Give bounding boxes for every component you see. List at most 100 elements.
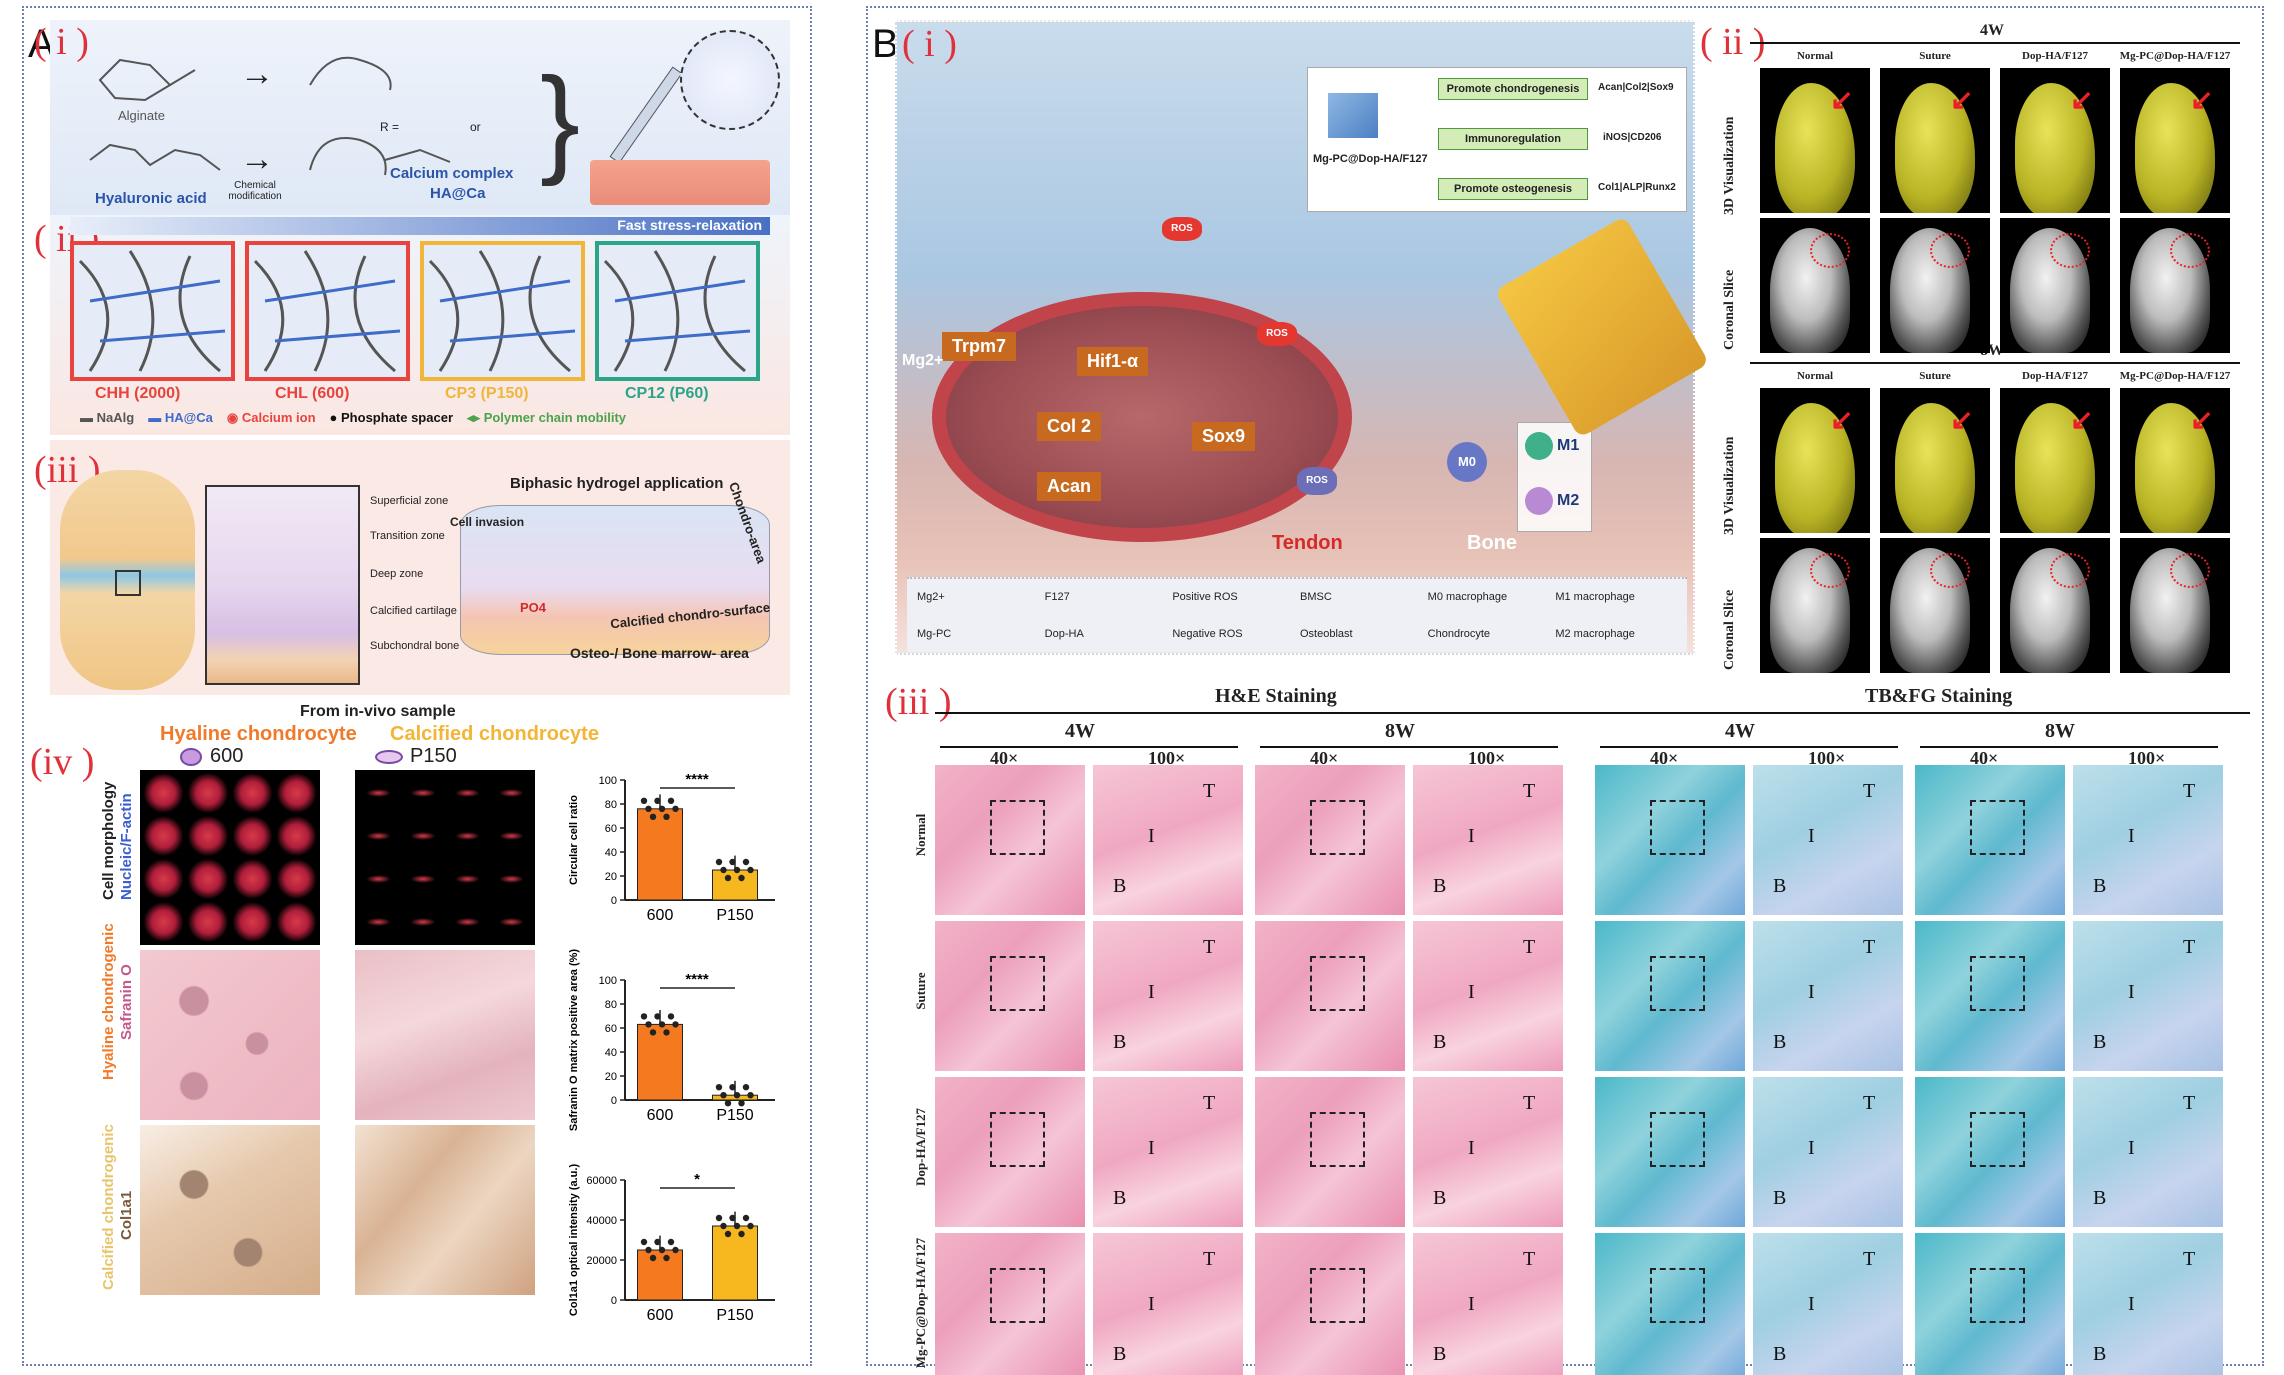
cell-img bbox=[358, 902, 400, 942]
ct-3d-image: ↙ bbox=[1880, 388, 1990, 533]
tissue-label-t: T bbox=[1523, 1092, 1536, 1114]
legend-bmsc: BMSC bbox=[1299, 591, 1332, 604]
b-iii-label: (iii ) bbox=[885, 681, 952, 723]
defect-outline bbox=[2050, 233, 2090, 268]
ct-coronal-slice bbox=[2120, 538, 2230, 673]
cell-icon-p150 bbox=[375, 750, 403, 764]
marker-1: Acan|Col2|Sox9 bbox=[1598, 82, 1674, 93]
zoom-region-box bbox=[1310, 1268, 1365, 1323]
legend-phosphate: ● Phosphate spacer bbox=[329, 410, 454, 425]
row1-text: Cell morphology bbox=[100, 781, 117, 900]
ct-row-slice-label: Coronal Slice bbox=[1722, 589, 1737, 670]
cell-img bbox=[231, 859, 273, 899]
tissue-label-t: T bbox=[2183, 780, 2196, 802]
tissue-label-b: B bbox=[1773, 1031, 1787, 1053]
legend-naalg-text: NaAlg bbox=[96, 410, 135, 425]
defect-outline bbox=[2170, 553, 2210, 588]
ct-3d-image: ↙ bbox=[2120, 388, 2230, 533]
marker-3: Col1|ALP|Runx2 bbox=[1598, 182, 1676, 193]
data-point bbox=[720, 1092, 727, 1099]
zoom-region-box bbox=[1650, 1112, 1705, 1167]
week-4-label: 4W bbox=[1980, 22, 2004, 39]
pathway-2: Immunoregulation bbox=[1438, 128, 1588, 150]
y-tick-label: 60 bbox=[605, 1023, 617, 1035]
tissue-label-i: I bbox=[1148, 1137, 1155, 1159]
cell-img bbox=[402, 902, 444, 942]
y-tick-label: 20000 bbox=[586, 1255, 617, 1267]
ct-col-label: Dop-HA/F127 bbox=[2022, 50, 2088, 62]
tissue-label-i: I bbox=[1148, 825, 1155, 847]
fluorescence-grid-600 bbox=[140, 770, 320, 945]
ct-col-label: Normal bbox=[1796, 370, 1834, 382]
b-i-label: ( i ) bbox=[902, 23, 957, 65]
histology-image bbox=[1255, 1077, 1405, 1227]
tissue-label-t: T bbox=[1863, 1248, 1876, 1270]
y-tick-label: 60 bbox=[605, 823, 617, 835]
category-label: 600 bbox=[647, 907, 674, 924]
red-arrow-icon: ↙ bbox=[1830, 404, 1854, 435]
ct-col-label: Normal bbox=[1796, 50, 1834, 62]
tissue-label-i: I bbox=[1468, 825, 1475, 847]
data-point bbox=[715, 858, 723, 866]
y-tick-label: 0 bbox=[611, 895, 617, 907]
cell-img bbox=[231, 816, 273, 856]
significance-label: * bbox=[694, 1171, 700, 1188]
label-hif1a: Hif1-α bbox=[1077, 347, 1149, 376]
y-axis-label: Circular cell ratio bbox=[568, 795, 580, 885]
data-point bbox=[649, 1029, 657, 1036]
data-point bbox=[654, 797, 661, 804]
cell-img bbox=[402, 773, 444, 813]
histology-image bbox=[1915, 921, 2065, 1071]
row1b-label: Nucleic/F-actin bbox=[118, 793, 135, 900]
histology-image bbox=[935, 1077, 1085, 1227]
zone-transition: Transition zone bbox=[370, 530, 445, 542]
group-p150-label: P150 bbox=[410, 745, 457, 767]
cell-img bbox=[143, 773, 185, 813]
label-trpm7-text: Trpm7 bbox=[952, 336, 1007, 356]
red-arrow-icon: ↙ bbox=[1950, 404, 1974, 435]
bar bbox=[712, 869, 758, 901]
magnification-label: 100× bbox=[1468, 748, 1506, 768]
cell-img bbox=[490, 773, 532, 813]
data-point bbox=[667, 797, 675, 804]
panel-b-frame bbox=[866, 6, 2264, 1366]
magnification-label: 40× bbox=[1310, 748, 1339, 768]
tissue-label-b: B bbox=[1113, 1187, 1127, 1209]
label-acan: Acan bbox=[1037, 472, 1102, 501]
po4-label: PO4 bbox=[520, 600, 547, 615]
panel-a-iii: (iii ) Superficial zone Transition zone … bbox=[34, 440, 790, 695]
data-point bbox=[645, 805, 652, 812]
y-tick-label: 40 bbox=[605, 1047, 617, 1059]
tissue-label-b: B bbox=[2093, 1343, 2107, 1365]
data-point bbox=[724, 1230, 732, 1238]
osteo-area-label: Osteo-/ Bone marrow- area bbox=[570, 645, 749, 661]
cell-img bbox=[187, 859, 229, 899]
data-point bbox=[672, 1021, 679, 1028]
cell-img bbox=[143, 816, 185, 856]
ros-positive-icon-2: ROS bbox=[1257, 322, 1297, 346]
alginate-ring-icon bbox=[309, 56, 392, 91]
cell-img bbox=[402, 859, 444, 899]
data-point bbox=[738, 1100, 745, 1107]
magnification-label: 40× bbox=[1650, 748, 1679, 768]
histology-image bbox=[935, 921, 1085, 1071]
ct-coronal-slice bbox=[2120, 218, 2230, 353]
bone-3d-model bbox=[2015, 403, 2095, 533]
group-chh: CHH (2000) bbox=[95, 385, 181, 402]
histology-image bbox=[1915, 765, 2065, 915]
y-axis-label: Safranin O matrix positive area (%) bbox=[568, 949, 580, 1132]
panel-b-ii: ( ii ) 4W 8W Normal↙Suture↙Dop-HA/F127↙M… bbox=[1700, 20, 2245, 673]
histology-row-label: Normal bbox=[913, 813, 928, 857]
tissue-label-b: B bbox=[1773, 875, 1787, 897]
ct-coronal-slice bbox=[1760, 538, 1870, 673]
red-arrow-icon: ↙ bbox=[2190, 84, 2214, 115]
histology-row-label: Suture bbox=[913, 972, 928, 1010]
tissue-label-i: I bbox=[1148, 1293, 1155, 1315]
panel-b-i: ( i ) Mg-PC@Dop-HA/F127 Promote chondrog… bbox=[895, 20, 1710, 655]
zoom-region-box bbox=[990, 1268, 1045, 1323]
histology-image bbox=[1915, 1233, 2065, 1375]
